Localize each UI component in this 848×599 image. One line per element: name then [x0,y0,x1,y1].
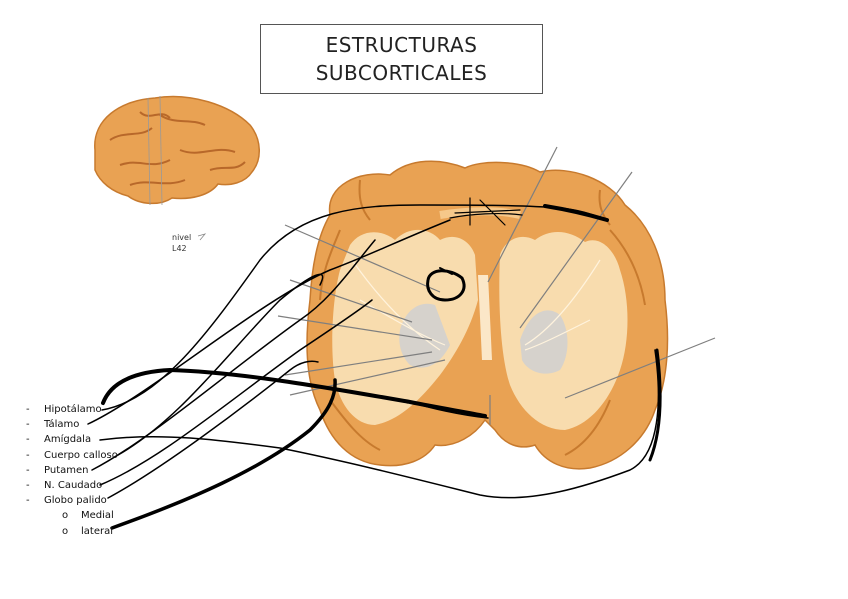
nivel-line-1: nivel [172,232,191,243]
nivel-tag: nivel L42 [172,232,191,254]
bullet: - [26,417,30,432]
label-text: Amígdala [44,432,91,447]
label-text: Tálamo [44,417,79,432]
label-text: Hipotálamo [44,402,102,417]
label-text: Putamen [44,463,88,478]
label-text: lateral [81,524,113,539]
nivel-line-2: L42 [172,243,191,254]
bullet: - [26,448,30,463]
bullet: - [26,463,30,478]
bullet: - [26,478,30,493]
lateral-brain-image [95,96,259,205]
bullet: - [26,432,30,447]
bullet: - [26,493,30,508]
label-text: Medial [81,508,114,523]
bullet: - [26,402,30,417]
bullet: o [62,508,68,523]
bullet: o [62,524,68,539]
label-text: N. Caudado [44,478,102,493]
label-text: Globo palido [44,493,107,508]
label-text: Cuerpo calloso [44,448,118,463]
